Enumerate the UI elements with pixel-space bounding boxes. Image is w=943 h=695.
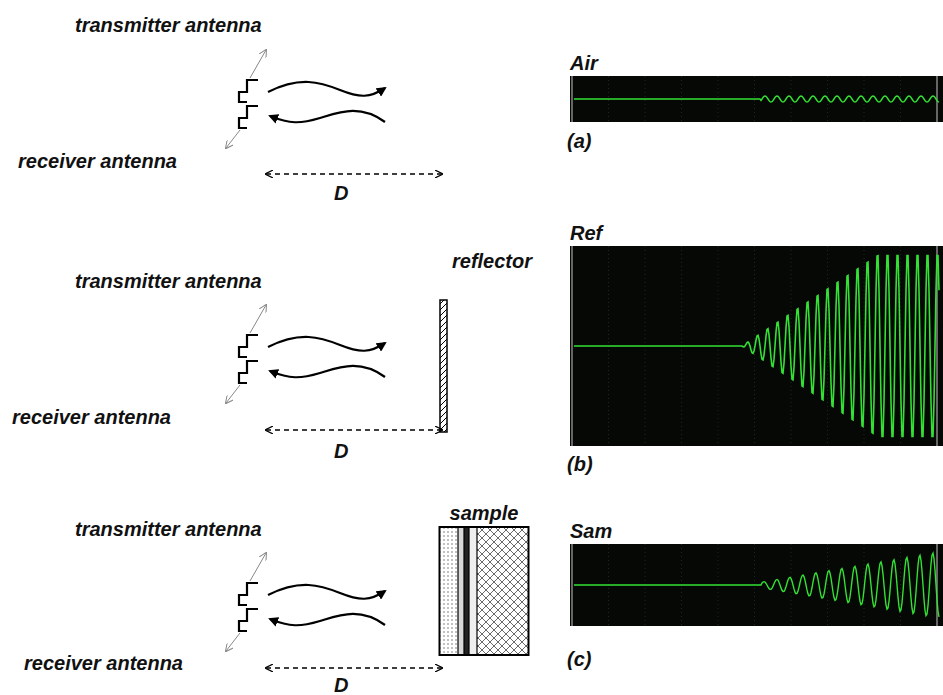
horn-antenna xyxy=(239,609,258,631)
distance-line xyxy=(266,667,442,668)
sample-label: sample xyxy=(438,502,530,526)
part-label: receiver antenna xyxy=(18,150,177,172)
reflector-plate xyxy=(440,300,447,432)
scope-display xyxy=(570,246,943,446)
horn-antenna xyxy=(239,583,258,605)
part-label: transmitter antenna xyxy=(75,518,262,540)
trace-title: Ref xyxy=(570,222,943,246)
leader-line xyxy=(250,305,266,333)
oscilloscope-screen: Sam xyxy=(570,520,943,626)
horn-antenna xyxy=(239,335,258,357)
panel-letter: (b) xyxy=(567,453,593,475)
wave-arrow xyxy=(270,111,385,122)
scope-display xyxy=(570,76,943,122)
part-label: D xyxy=(334,440,348,462)
distance-line xyxy=(266,429,442,430)
part-label: transmitter antenna xyxy=(75,270,262,292)
oscilloscope-screen: Air xyxy=(570,52,943,122)
distance-line xyxy=(266,173,442,174)
trace-title: Sam xyxy=(570,520,943,544)
part-label: transmitter antenna xyxy=(75,14,262,36)
scope-display xyxy=(570,544,943,626)
leader-line xyxy=(226,633,240,651)
horn-antenna xyxy=(239,80,258,102)
leader-line xyxy=(250,553,266,581)
wave-arrow xyxy=(270,366,385,377)
horn-antenna xyxy=(239,361,258,383)
leader-line xyxy=(226,385,240,403)
horn-antenna xyxy=(239,106,258,128)
part-label: D xyxy=(334,674,348,695)
oscilloscope-screen: Ref xyxy=(570,222,943,446)
sample-block: sample xyxy=(438,502,530,656)
antenna-setup xyxy=(226,553,442,668)
layered-sample xyxy=(438,526,530,656)
wave-arrow xyxy=(268,82,385,96)
wave-arrow xyxy=(268,337,385,351)
panel-letter: (c) xyxy=(567,648,591,670)
wave-arrow xyxy=(268,585,385,599)
leader-line xyxy=(226,130,240,148)
antenna-setup xyxy=(226,305,442,430)
part-label: receiver antenna xyxy=(12,406,171,428)
part-label: reflector xyxy=(452,250,532,272)
trace-title: Air xyxy=(570,52,943,76)
part-label: receiver antenna xyxy=(24,652,183,674)
antenna-setup xyxy=(226,50,442,174)
wave-arrow xyxy=(270,614,385,625)
part-label: D xyxy=(334,182,348,204)
panel-letter: (a) xyxy=(567,130,591,152)
leader-line xyxy=(250,50,266,78)
